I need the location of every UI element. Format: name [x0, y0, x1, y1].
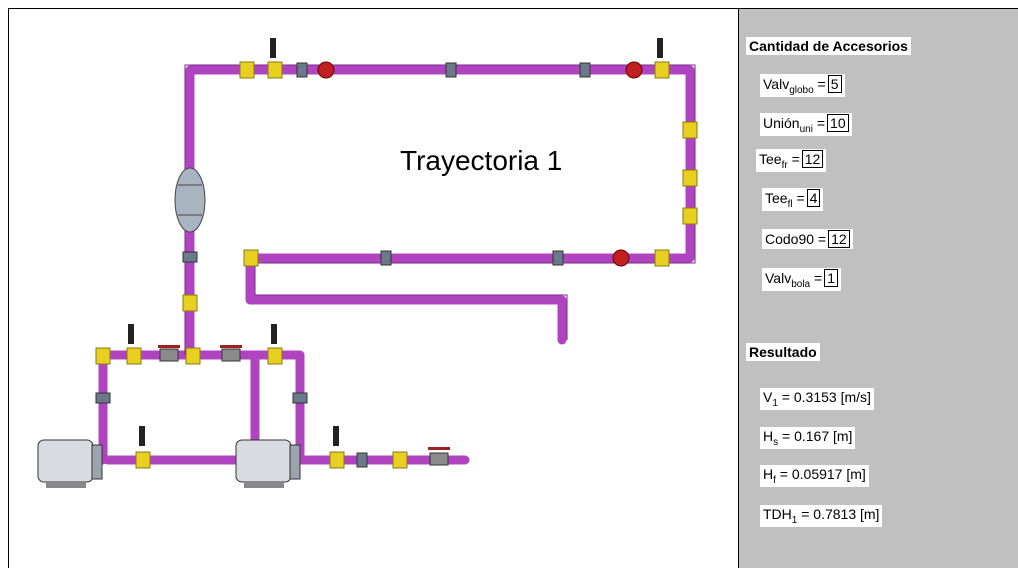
- pump-header-pipe: [98, 350, 305, 465]
- union-fitting: [182, 251, 198, 263]
- tee-fitting: [654, 249, 670, 267]
- gauge-stem: [271, 324, 277, 344]
- strainer: [174, 167, 206, 233]
- union-fitting: [95, 392, 111, 404]
- suction-valve-handle: [428, 447, 450, 450]
- resultado-hf: Hf = 0.05917 [m]: [760, 465, 869, 487]
- accesorio-union-uni: Uniónuni =10: [760, 113, 852, 136]
- ball-valve: [159, 348, 179, 362]
- globe-valve: [625, 61, 643, 79]
- gate-valve: [221, 348, 241, 362]
- strainer-body: [174, 167, 206, 233]
- tee-fl-value[interactable]: 4: [806, 189, 821, 207]
- union-fitting: [296, 62, 308, 78]
- accesorio-valv-bola: Valvbola =1: [762, 268, 841, 291]
- tee-fr-value[interactable]: 12: [801, 150, 824, 168]
- globe-valve: [612, 249, 630, 267]
- tee-fitting: [95, 347, 111, 365]
- gauge-stem: [128, 324, 134, 344]
- globe-valves: [317, 61, 643, 267]
- union-fitting: [579, 62, 591, 78]
- accesorio-valv-globo: Valvglobo =5: [760, 74, 845, 97]
- globe-valve: [317, 61, 335, 79]
- suction-valve: [429, 452, 449, 466]
- accesorios-heading: Cantidad de Accesorios: [746, 37, 911, 55]
- resultado-tdh1: TDH1 = 0.7813 [m]: [760, 505, 883, 527]
- pump-right: [235, 439, 301, 488]
- diagram-title: Trayectoria 1: [400, 145, 562, 176]
- unions: [95, 62, 591, 468]
- pump-motor: [37, 439, 94, 483]
- tee-fitting: [267, 347, 283, 365]
- accesorio-tee-fl: Teefl =4: [762, 188, 824, 211]
- codo90-value[interactable]: 12: [828, 230, 850, 248]
- valv-bola-value[interactable]: 1: [824, 269, 838, 287]
- tee-fitting: [329, 451, 345, 469]
- tee-fitting: [654, 61, 670, 79]
- tee-fitting: [126, 347, 142, 365]
- fittings: [95, 61, 698, 469]
- union-fitting: [552, 250, 564, 266]
- valv-globo-value[interactable]: 5: [827, 75, 842, 93]
- ball-valve-handle: [158, 345, 180, 348]
- piping-diagram: Trayectoria 1: [37, 38, 698, 488]
- header-valves: [158, 345, 450, 466]
- accesorio-tee-fr: Teefr =12: [756, 149, 827, 172]
- tee-fitting: [182, 294, 198, 312]
- union-fitting: [380, 250, 392, 266]
- union-fitting: [292, 392, 308, 404]
- gauge-stem: [139, 426, 145, 446]
- gauge-stem: [333, 426, 339, 446]
- accesorio-codo90: Codo90 =12: [762, 229, 853, 249]
- union-fitting: [445, 62, 457, 78]
- tee-fitting: [682, 207, 698, 225]
- tee-fitting: [267, 61, 283, 79]
- union-fitting: [356, 452, 368, 468]
- pump-left: [37, 439, 103, 488]
- tee-fitting: [682, 121, 698, 139]
- tee-fitting: [135, 451, 151, 469]
- gauges: [128, 38, 663, 446]
- pump-motor: [235, 439, 292, 483]
- pipe-network: [98, 65, 695, 465]
- elbow-fitting: [243, 249, 259, 267]
- gate-valve-handle: [220, 345, 242, 348]
- tee-fitting: [682, 169, 698, 187]
- gauge-stem: [657, 38, 663, 58]
- resultado-heading: Resultado: [746, 343, 820, 361]
- union-uni-value[interactable]: 10: [827, 114, 849, 132]
- gauge-stem: [270, 38, 276, 58]
- resultado-v1: V1 = 0.3153 [m/s]: [760, 388, 874, 410]
- tee-fitting: [185, 347, 201, 365]
- tee-fitting: [239, 61, 255, 79]
- diagram-panel: [8, 8, 739, 568]
- pipe-outline: [184, 64, 696, 355]
- resultado-hs: Hs = 0.167 [m]: [760, 427, 856, 449]
- upper-loop-pipe: [185, 65, 695, 360]
- tee-fitting: [392, 451, 408, 469]
